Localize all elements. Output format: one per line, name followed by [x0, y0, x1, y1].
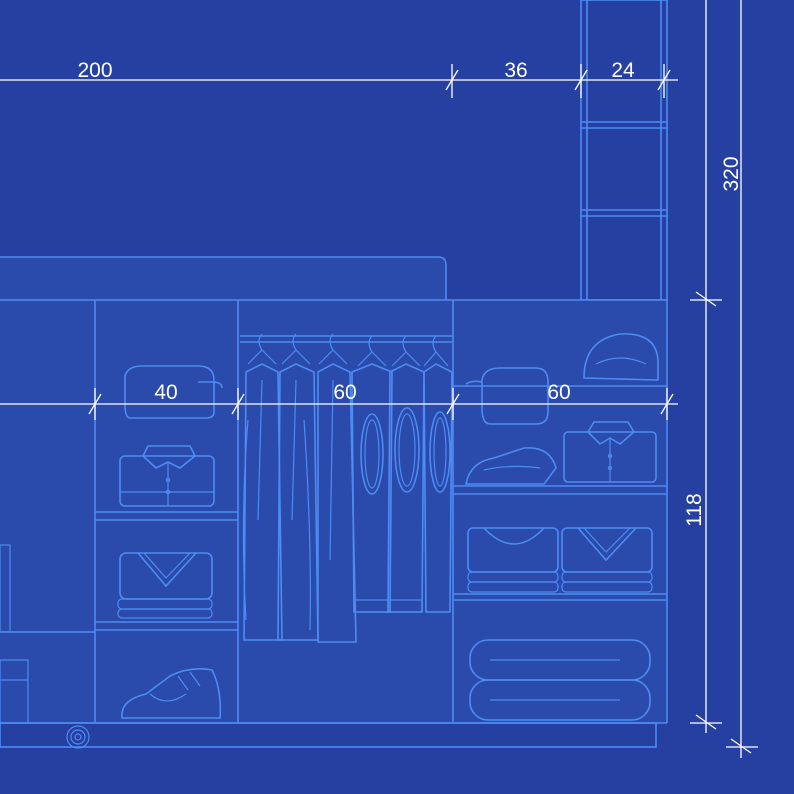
dim-label-36: 36 — [504, 59, 527, 82]
sneaker-icon — [121, 668, 222, 719]
cap-icon — [124, 365, 223, 419]
dim-label-60-a: 60 — [333, 381, 356, 404]
folded-shirt-icon — [119, 445, 215, 507]
dim-label-118: 118 — [683, 493, 706, 526]
dimension-lines — [0, 0, 758, 758]
dim-label-40: 40 — [154, 381, 177, 404]
dim-label-320: 320 — [720, 156, 743, 191]
dimension-labels: 200 36 24 40 60 60 320 118 — [77, 59, 743, 527]
folded-sweater-icon — [117, 552, 213, 619]
dim-label-60-b: 60 — [547, 381, 570, 404]
folded-sweater-icon — [561, 527, 653, 593]
folded-tshirt-icon — [465, 447, 557, 485]
dim-label-200: 200 — [77, 59, 112, 82]
folded-towels-icon — [469, 639, 651, 721]
clothes-illustrations — [117, 333, 659, 721]
hanging-clothes — [242, 333, 453, 643]
plug-socket-icon — [66, 725, 90, 749]
wardrobe-structure — [0, 0, 668, 749]
folded-shirt-icon — [563, 421, 657, 483]
cap-icon — [583, 333, 659, 381]
folded-sweater-icon — [467, 527, 559, 593]
dim-label-24: 24 — [611, 59, 635, 82]
cap-icon — [465, 367, 549, 425]
